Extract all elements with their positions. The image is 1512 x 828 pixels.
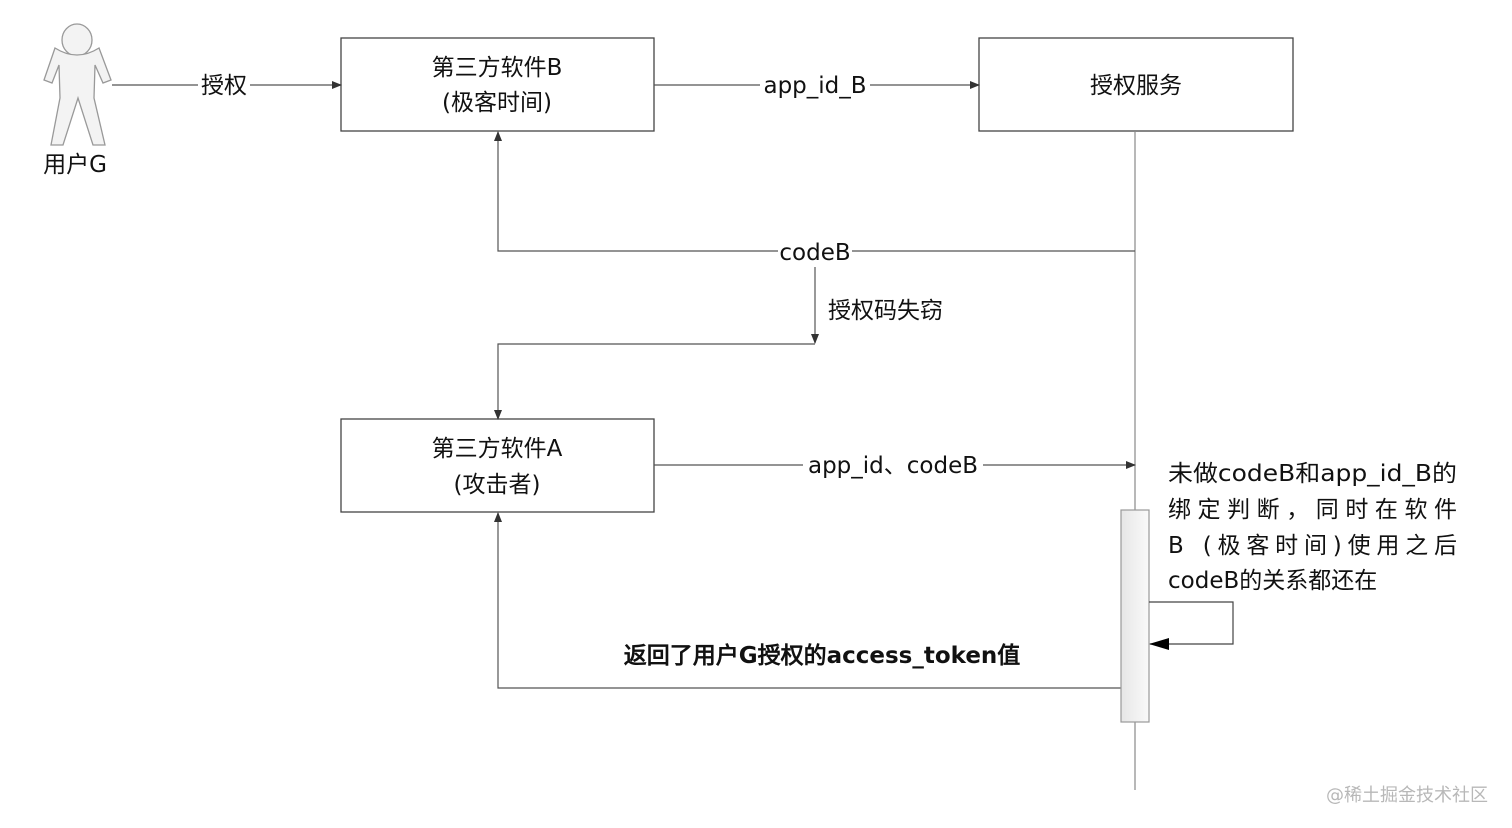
box-app-a: 第三方软件A (攻击者) <box>340 418 655 513</box>
actor-label: 用户G <box>43 152 107 178</box>
box-app-b-subtitle: (极客时间) <box>442 90 552 116</box>
box-app-a-title: 第三方软件A <box>432 436 563 462</box>
arrow-to-app-a <box>494 343 815 420</box>
label-code-b: codeB <box>779 240 850 266</box>
self-loop-arrow <box>1149 601 1234 650</box>
note-line: codeB的关系都还在 <box>1168 568 1377 594</box>
box-auth-service-title: 授权服务 <box>1090 73 1182 99</box>
box-auth-service: 授权服务 <box>978 37 1294 132</box>
box-app-a-subtitle: (攻击者) <box>454 472 541 498</box>
note-line: 绑定判断，同时在软件 <box>1168 497 1457 523</box>
label-app-id-b: app_id_B <box>763 73 866 99</box>
arrow-code-b <box>494 131 1135 252</box>
user-actor-icon <box>43 23 112 146</box>
note-line: B (极客时间)使用之后 <box>1168 533 1457 559</box>
note-text: 未做codeB和app_id_B的 绑定判断，同时在软件 B (极客时间)使用之… <box>1168 461 1457 594</box>
box-app-b: 第三方软件B (极客时间) <box>340 37 655 132</box>
box-app-b-title: 第三方软件B <box>432 55 563 81</box>
label-return-token: 返回了用户G授权的access_token值 <box>624 642 1021 669</box>
label-authorize: 授权 <box>201 73 247 99</box>
activation-bar <box>1120 509 1150 723</box>
note-line: 未做codeB和app_id_B的 <box>1168 461 1457 487</box>
arrow-return-token <box>494 512 1121 689</box>
label-stolen: 授权码失窃 <box>828 298 943 324</box>
label-app-id-code-b: app_id、codeB <box>808 453 978 479</box>
watermark: @稀土掘金技术社区 <box>1326 785 1488 806</box>
